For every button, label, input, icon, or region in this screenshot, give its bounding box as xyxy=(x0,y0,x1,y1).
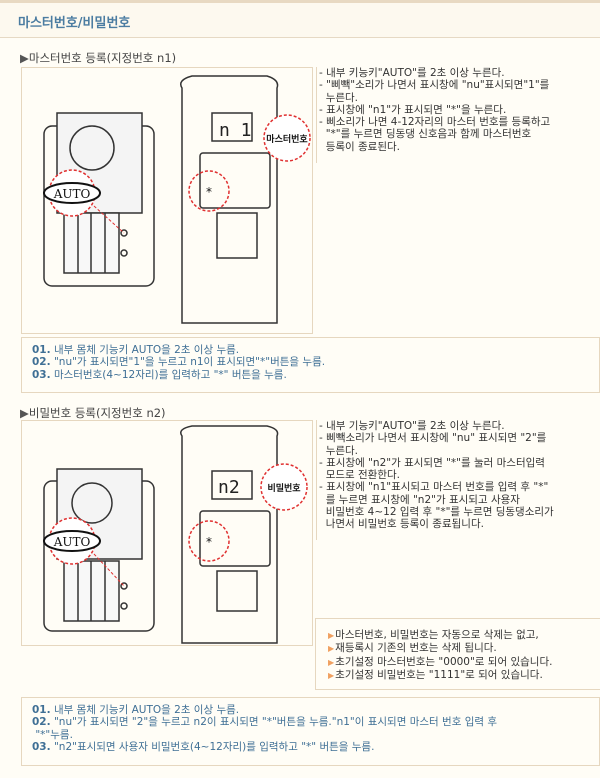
step-item: 03. 마스터번호(4~12자리)를 입력하고 "*" 버튼을 누름. xyxy=(32,369,589,381)
top-border xyxy=(0,0,600,3)
note-item: ▶초기설정 비밀번호는 "1111"로 되어 있습니다. xyxy=(328,669,600,682)
description-line: - "삐빽"소리가 나면서 표시창에 "nu"표시되면"1"를 누른다. xyxy=(319,79,550,104)
notes-box: ▶마스터번호, 비밀번호는 자동으로 삭제는 없고, ▶재등록시 기존의 번호는… xyxy=(315,618,600,690)
step-item: 01. 내부 몸체 기능키 AUTO을 2초 이상 누름. xyxy=(32,704,589,716)
description-line: - 내부 키능키"AUTO"를 2초 이상 누른다. xyxy=(319,67,505,79)
note-item: ▶재등록시 기존의 번호는 삭제 됩니다. xyxy=(328,642,600,655)
step-text: 내부 몸체 기능키 AUTO을 2초 이상 누름. xyxy=(53,704,240,716)
description-line: - 표시창에 "n2"가 표시되면 "*"를 눌러 마스터입력 모드로 전환한다… xyxy=(319,456,545,482)
master-illustration: n 1 AUTO * 마스터번호 xyxy=(21,67,313,334)
description-line: - 삐빽소리가 나면서 표시창에 "nu" 표시되면 "2"를 누른다. xyxy=(319,432,547,457)
note-text: 마스터번호, 비밀번호는 자동으로 삭제는 없고, xyxy=(335,629,539,641)
callout-label: 비밀번호 xyxy=(267,482,301,494)
password-illustration: n2 AUTO * 비밀번호 xyxy=(21,420,313,646)
step-text: "nu"가 표시되면"1"을 누르고 n1이 표시되면"*"버튼을 누름. xyxy=(53,356,326,369)
section-heading-text: 마스터번호 등록(지정번호 n1) xyxy=(28,51,177,65)
master-description: - 내부 키능키"AUTO"를 2초 이상 누른다. - "삐빽"소리가 나면서… xyxy=(316,67,600,163)
display-readout: n 1 xyxy=(219,120,252,141)
lock-diagram: n 1 AUTO * 마스터번호 xyxy=(43,75,311,324)
description-line: - 삐소리가 나면 4-12자리의 마스터 번호를 등록하고 "*"를 누르면 … xyxy=(319,116,551,153)
section-heading-text: 비밀번호 등록(지정번호 n2) xyxy=(28,406,166,420)
step-number: 01. xyxy=(32,704,51,716)
step-text: 마스터번호(4~12자리)를 입력하고 "*" 버튼을 누름. xyxy=(53,368,287,381)
code-callout xyxy=(263,114,311,162)
page-header: 마스터번호/비밀번호 xyxy=(0,3,600,38)
step-item: 03. "n2"표시되면 사용자 비밀번호(4~12자리)를 입력하고 "*" … xyxy=(32,741,589,753)
description-line: - 표시창에 "n1"가 표시되면 "*"을 누른다. xyxy=(319,103,507,116)
password-steps: 01. 내부 몸체 기능키 AUTO을 2초 이상 누름. 02. "nu"가 … xyxy=(21,697,600,766)
step-item: 01. 내부 몸체 기능키 AUTO을 2초 이상 누름. xyxy=(32,344,589,356)
section-heading-password: ▶비밀번호 등록(지정번호 n2) xyxy=(20,405,166,421)
callout-label: 마스터번호 xyxy=(266,133,308,145)
step-number: 01. xyxy=(32,344,51,356)
small-arrow-icon: ▶ xyxy=(328,670,335,680)
svg-text:*: * xyxy=(206,185,212,199)
star-key-callout xyxy=(188,170,230,212)
description-line: - 내부 기능키"AUTO"를 2초 이상 누른다. xyxy=(319,420,505,432)
step-number: 02. xyxy=(32,716,51,729)
triangle-right-icon: ▶ xyxy=(20,406,29,420)
note-text: 초기설정 비밀번호는 "1111"로 되어 있습니다. xyxy=(335,668,543,681)
step-item: 02. "nu"가 표시되면"1"을 누르고 n1이 표시되면"*"버튼을 누름… xyxy=(32,356,589,368)
master-steps: 01. 내부 몸체 기능키 AUTO을 2초 이상 누름. 02. "nu"가 … xyxy=(21,337,600,393)
lock-diagram: n2 AUTO * 비밀번호 xyxy=(43,425,308,644)
note-text: 재등록시 기존의 번호는 삭제 됩니다. xyxy=(335,642,497,655)
step-text: "nu"가 표시되면 "2"을 누르고 n2이 표시되면 "*"버튼을 누름."… xyxy=(35,716,498,741)
svg-text:*: * xyxy=(206,535,212,549)
note-item: ▶초기설정 마스터번호는 "0000"로 되어 있습니다. xyxy=(328,656,600,669)
step-item: 02. "nu"가 표시되면 "2"을 누르고 n2이 표시되면 "*"버튼을 … xyxy=(32,716,589,741)
step-text: "n2"표시되면 사용자 비밀번호(4~12자리)를 입력하고 "*" 버튼을 … xyxy=(53,740,375,753)
auto-label: AUTO xyxy=(53,535,91,549)
small-arrow-icon: ▶ xyxy=(328,644,335,654)
step-number: 03. xyxy=(32,740,51,753)
triangle-right-icon: ▶ xyxy=(20,51,29,65)
small-arrow-icon: ▶ xyxy=(328,631,335,640)
display-readout: n2 xyxy=(218,477,240,498)
note-item: ▶마스터번호, 비밀번호는 자동으로 삭제는 없고, xyxy=(328,629,600,642)
step-number: 02. xyxy=(32,356,51,369)
auto-label: AUTO xyxy=(53,187,91,201)
outer-body xyxy=(180,75,279,324)
description-line: - 표시창에 "n1"표시되고 마스터 번호를 입력 후 "*" 를 누르면 표… xyxy=(319,481,554,531)
note-text: 초기설정 마스터번호는 "0000"로 되어 있습니다. xyxy=(335,655,553,668)
step-number: 03. xyxy=(32,368,51,381)
small-arrow-icon: ▶ xyxy=(328,657,335,667)
password-description: - 내부 기능키"AUTO"를 2초 이상 누른다. - 삐빽소리가 나면서 표… xyxy=(316,420,600,540)
section-heading-master: ▶마스터번호 등록(지정번호 n1) xyxy=(20,50,176,66)
page-title: 마스터번호/비밀번호 xyxy=(18,16,131,31)
step-text: 내부 몸체 기능키 AUTO을 2초 이상 누름. xyxy=(53,344,240,356)
